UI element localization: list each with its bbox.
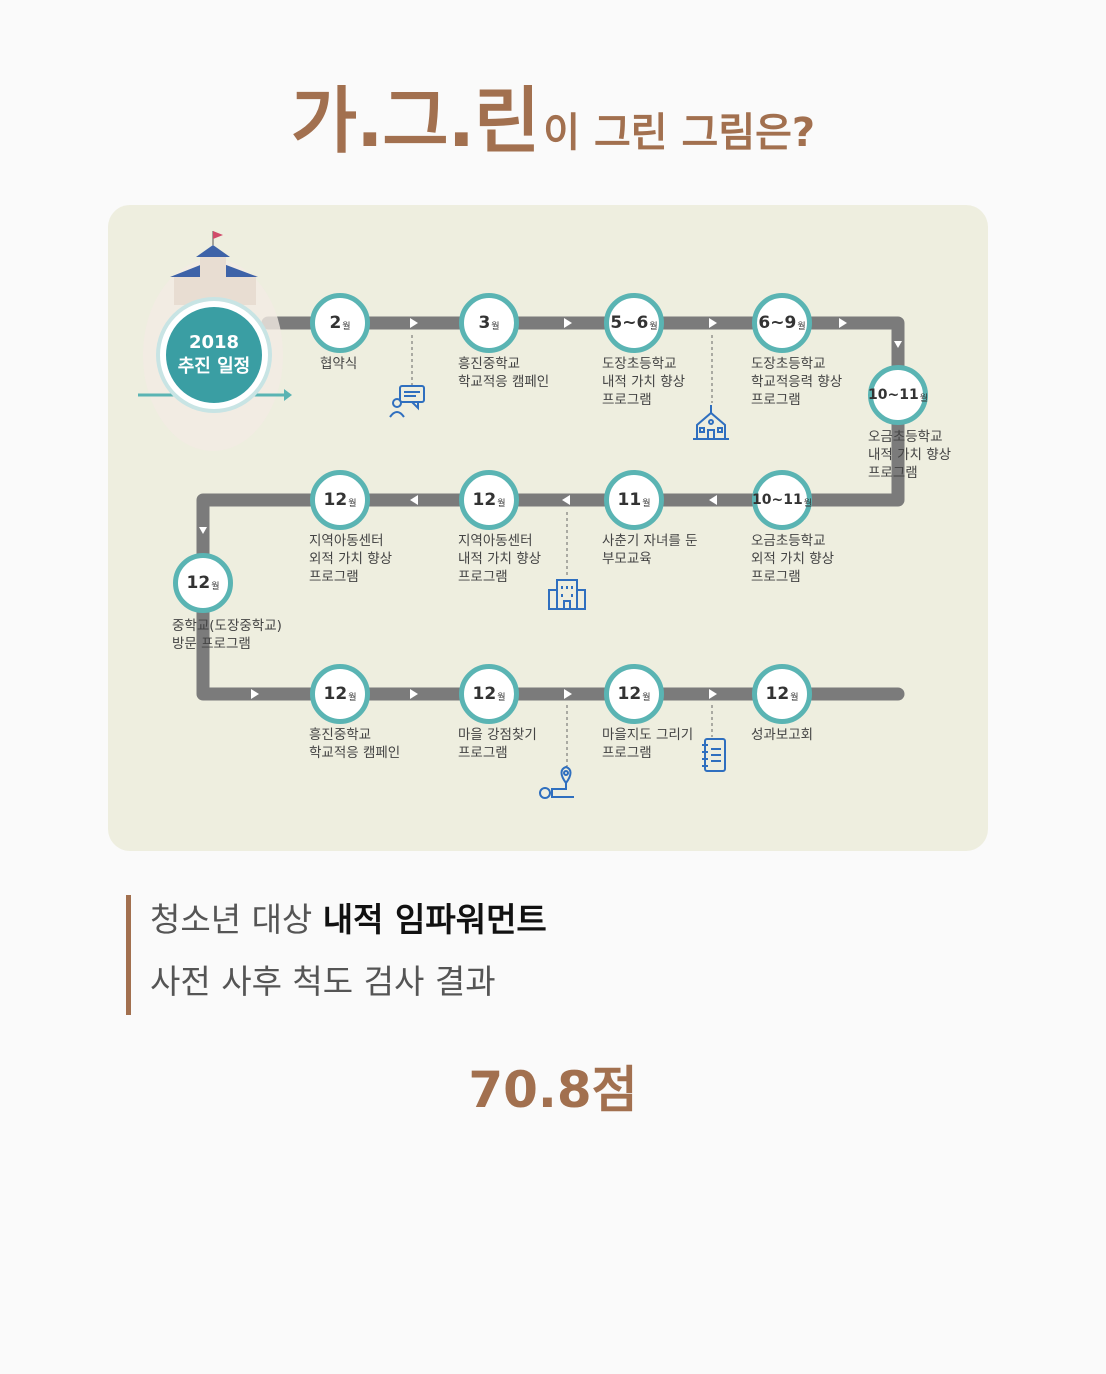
node-month: 12 <box>473 684 497 704</box>
timeline-label: 도장초등학교 내적 가치 향상 프로그램 <box>602 355 685 409</box>
node-unit: 월 <box>497 496 505 509</box>
school-icon <box>691 403 731 441</box>
result-line1-plain: 청소년 대상 <box>150 900 323 939</box>
node-month: 3 <box>478 313 490 333</box>
building-icon <box>547 577 587 611</box>
badge-label: 추진 일정 <box>166 355 262 379</box>
timeline-label: 지역아동센터 외적 가치 향상 프로그램 <box>309 532 392 586</box>
result-heading-line1: 청소년 대상 내적 임파워먼트 <box>150 893 547 941</box>
timeline-label: 마을지도 그리기 프로그램 <box>602 726 693 762</box>
timeline-label: 사춘기 자녀를 둔 부모교육 <box>602 532 698 568</box>
node-month: 12 <box>473 490 497 510</box>
chat-icon <box>388 383 428 419</box>
node-unit: 월 <box>497 690 505 703</box>
result-line1-bold: 내적 임파워먼트 <box>323 900 547 939</box>
timeline-label: 지역아동센터 내적 가치 향상 프로그램 <box>458 532 541 586</box>
node-month: 12 <box>187 573 211 593</box>
node-month: 10~11 <box>868 387 919 403</box>
badge-year: 2018 <box>166 331 262 355</box>
node-month: 2 <box>329 313 341 333</box>
title-rest: 이 그린 그림은? <box>543 110 815 156</box>
node-month: 5~6 <box>610 313 648 333</box>
timeline-label: 오금초등학교 외적 가치 향상 프로그램 <box>751 532 834 586</box>
node-unit: 월 <box>211 579 219 592</box>
node-unit: 월 <box>642 496 650 509</box>
notebook-icon <box>700 737 728 773</box>
node-unit: 월 <box>790 690 798 703</box>
node-unit: 월 <box>491 319 499 332</box>
node-unit: 월 <box>642 690 650 703</box>
timeline-label: 흥진중학교 학교적응 캠페인 <box>309 726 400 762</box>
node-month: 6~9 <box>758 313 796 333</box>
node-unit: 월 <box>797 319 805 332</box>
node-month: 12 <box>324 684 348 704</box>
node-unit: 월 <box>342 319 350 332</box>
node-unit: 월 <box>348 690 356 703</box>
node-unit: 월 <box>649 319 657 332</box>
node-month: 12 <box>766 684 790 704</box>
node-month: 12 <box>618 684 642 704</box>
timeline-label: 중학교(도장중학교) 방문 프로그램 <box>172 617 282 653</box>
node-month: 11 <box>618 490 642 510</box>
result-heading-line2: 사전 사후 척도 검사 결과 <box>150 955 496 1003</box>
node-unit: 월 <box>348 496 356 509</box>
accent-bar <box>126 895 131 1015</box>
node-month: 12 <box>324 490 348 510</box>
result-score: 70.8점 <box>0 1050 1106 1122</box>
timeline-label: 성과보고회 <box>751 726 813 744</box>
schedule-track <box>108 205 988 851</box>
timeline-label: 흥진중학교 학교적응 캠페인 <box>458 355 549 391</box>
node-unit: 월 <box>804 496 812 509</box>
schedule-year-badge: 2018 추진 일정 <box>160 301 268 409</box>
node-month: 10~11 <box>752 492 803 508</box>
timeline-label: 협약식 <box>320 355 357 373</box>
map-route-icon <box>536 765 578 803</box>
title-highlight: 가.그.린 <box>291 79 539 163</box>
node-unit: 월 <box>920 391 928 404</box>
timeline-label: 오금초등학교 내적 가치 향상 프로그램 <box>868 428 951 482</box>
timeline-label: 마을 강점찾기 프로그램 <box>458 726 537 762</box>
timeline-label: 도장초등학교 학교적응력 향상 프로그램 <box>751 355 842 409</box>
